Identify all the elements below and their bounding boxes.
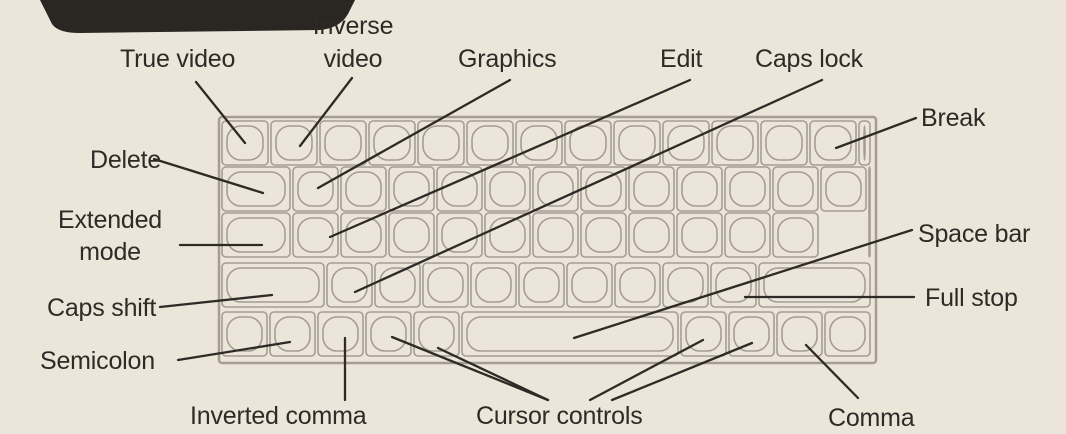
key — [761, 121, 807, 165]
key — [467, 121, 513, 165]
label-semicolon: Semicolon — [40, 347, 155, 375]
key — [318, 312, 363, 356]
pointer-line — [196, 82, 245, 143]
label-inverted-comma: Inverted comma — [190, 402, 366, 430]
key — [773, 167, 818, 211]
key — [614, 121, 660, 165]
label-caps-shift: Caps shift — [47, 294, 156, 322]
key — [437, 213, 482, 257]
label-break: Break — [921, 104, 985, 132]
label-space-bar: Space bar — [918, 220, 1030, 248]
key — [222, 263, 324, 307]
label-extended-mode-line2: mode — [45, 238, 175, 266]
key — [615, 263, 660, 307]
key — [271, 121, 317, 165]
key — [389, 213, 434, 257]
key — [711, 263, 756, 307]
key — [533, 167, 578, 211]
label-delete: Delete — [90, 146, 161, 174]
key — [677, 167, 722, 211]
key — [629, 167, 674, 211]
key — [725, 167, 770, 211]
label-edit: Edit — [660, 45, 702, 73]
label-caps-lock: Caps lock — [755, 45, 863, 73]
key — [519, 263, 564, 307]
key — [222, 167, 290, 211]
label-cursor-controls: Cursor controls — [476, 402, 643, 430]
key — [533, 213, 578, 257]
key — [270, 312, 315, 356]
pointer-line — [806, 345, 858, 398]
key — [462, 312, 678, 356]
key — [759, 263, 870, 307]
key — [821, 167, 866, 211]
label-inverse-video-line1: Inverse — [298, 12, 408, 40]
label-full-stop: Full stop — [925, 284, 1018, 312]
pointer-line — [355, 80, 822, 292]
label-extended-mode-line1: Extended — [45, 206, 175, 234]
label-true-video: True video — [120, 45, 235, 73]
pointer-line — [178, 342, 290, 360]
key — [293, 167, 338, 211]
pointer-line — [154, 159, 263, 193]
label-graphics: Graphics — [458, 45, 556, 73]
key — [471, 263, 516, 307]
key — [825, 312, 870, 356]
key — [320, 121, 366, 165]
key — [485, 213, 530, 257]
key — [581, 213, 626, 257]
key — [581, 167, 626, 211]
keyboard-keys — [222, 121, 870, 356]
key — [327, 263, 372, 307]
key — [366, 312, 411, 356]
key — [485, 167, 530, 211]
key — [516, 121, 562, 165]
key — [681, 312, 726, 356]
key — [375, 263, 420, 307]
key — [859, 121, 870, 165]
label-comma: Comma — [828, 404, 915, 432]
label-inverse-video-line2: video — [298, 45, 408, 73]
key — [389, 167, 434, 211]
key — [341, 213, 386, 257]
key — [369, 121, 415, 165]
key — [777, 312, 822, 356]
key — [773, 213, 818, 257]
pointer-line — [160, 295, 272, 307]
key — [725, 213, 770, 257]
key — [341, 167, 386, 211]
key — [567, 263, 612, 307]
key — [222, 213, 290, 257]
key — [629, 213, 674, 257]
key — [565, 121, 611, 165]
key — [423, 263, 468, 307]
key — [293, 213, 338, 257]
key — [663, 263, 708, 307]
key — [677, 213, 722, 257]
